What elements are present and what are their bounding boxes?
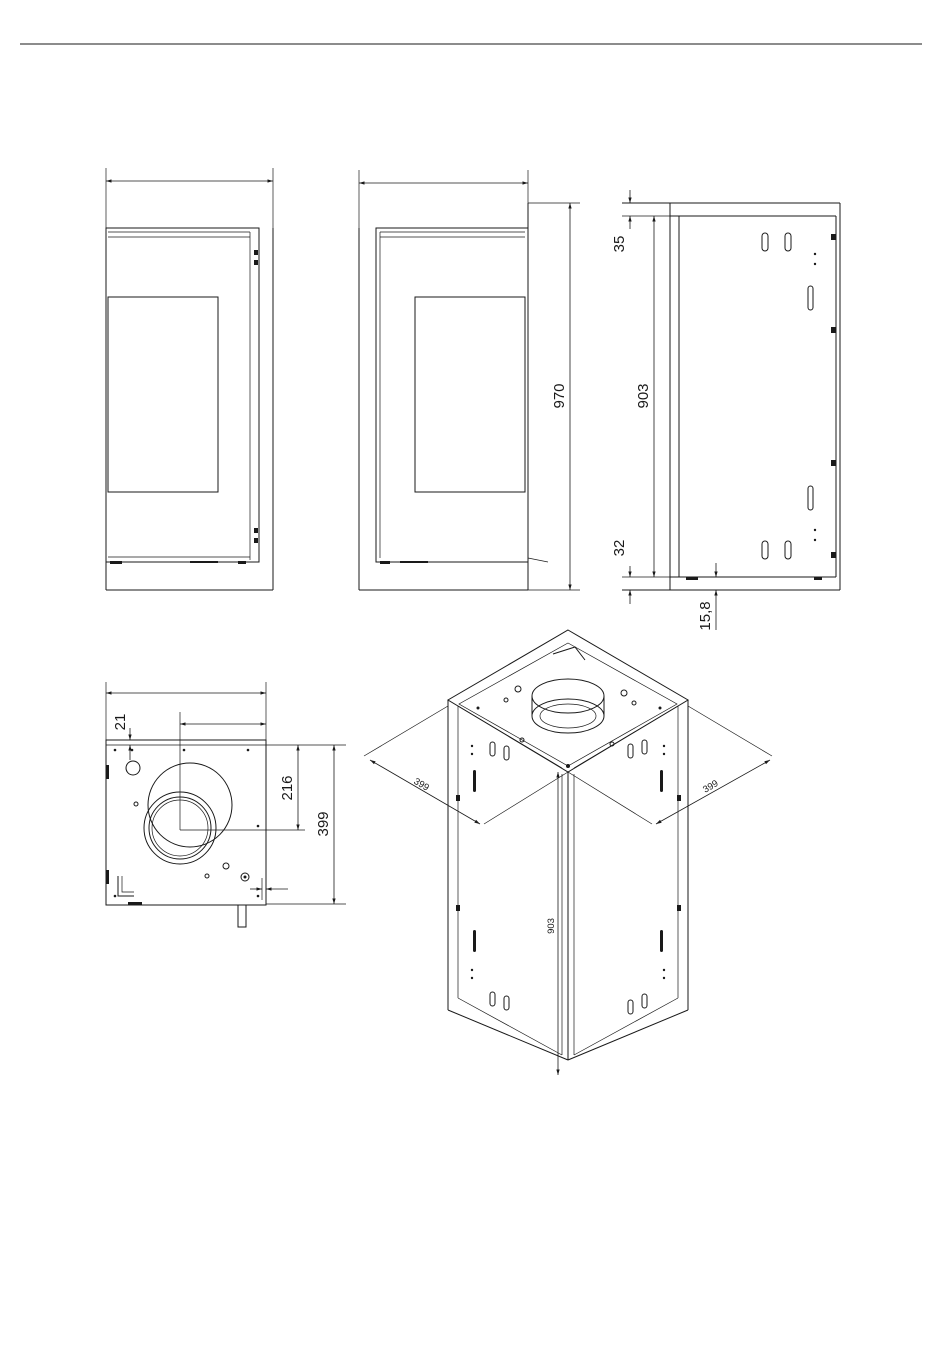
dim-front-height: 970	[551, 383, 568, 408]
side-view: 35 903 32 15,8	[611, 190, 840, 631]
dim-plan-offset: 21	[112, 714, 129, 731]
plan-view: 21 216 399	[106, 682, 346, 927]
dim-side-foot: 15,8	[697, 601, 714, 630]
isometric-view: 399 399 903	[364, 630, 772, 1075]
dim-iso-width-left: 399	[412, 776, 431, 793]
dim-iso-width-right: 399	[701, 778, 720, 795]
dim-side-height: 903	[635, 383, 652, 408]
dim-side-top: 35	[611, 236, 628, 253]
dim-iso-height: 903	[546, 918, 557, 934]
dim-plan-depth: 399	[315, 811, 332, 836]
dim-plan-center: 216	[279, 775, 296, 800]
front-view-right: 970	[359, 170, 580, 590]
dim-side-bottom: 32	[611, 540, 628, 557]
front-view-left	[106, 168, 273, 590]
